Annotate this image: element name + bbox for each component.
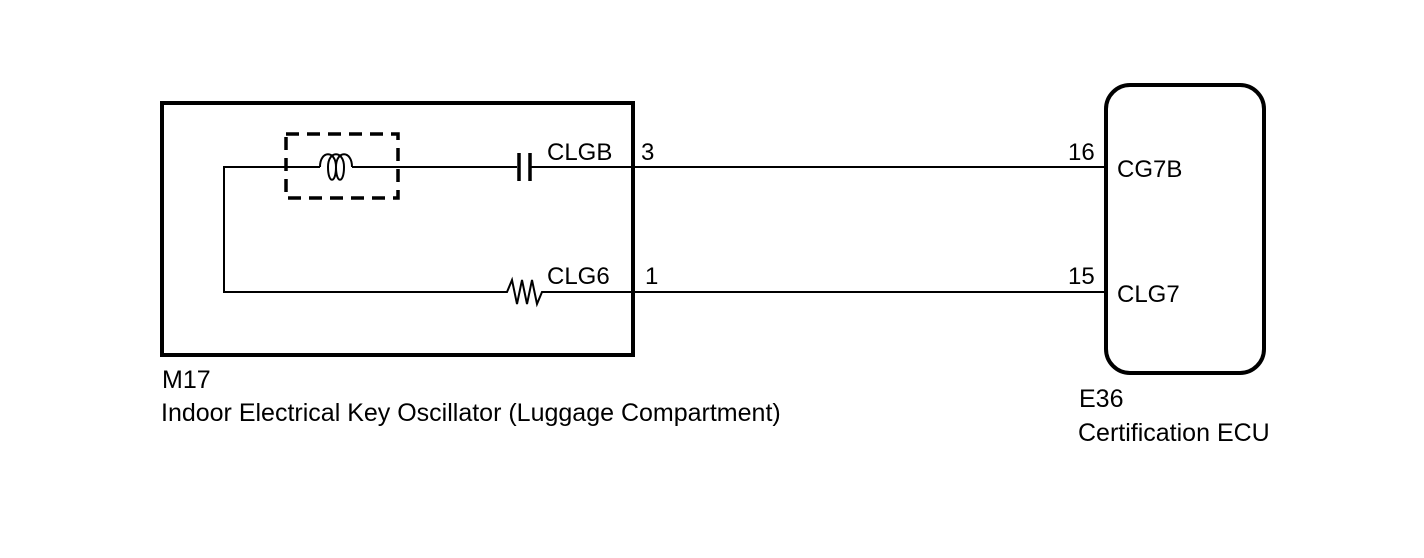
terminal-signal-cg7b: CG7B [1117,156,1182,183]
internal-loop-wire [223,166,502,293]
terminal-signal-clgb: CLGB [547,139,612,166]
terminal-pin-15: 15 [1068,263,1095,290]
left-component-name: Indoor Electrical Key Oscillator (Luggag… [161,399,781,427]
coil-icon [283,153,401,181]
capacitor-icon [517,153,532,181]
right-component-code: E36 [1079,385,1123,413]
ecu-box [1104,83,1266,375]
terminal-signal-clg7: CLG7 [1117,281,1180,308]
oscillator-box [160,101,635,357]
resistor-icon [502,276,548,308]
right-component-name: Certification ECU [1078,419,1270,447]
terminal-signal-clg6: CLG6 [547,263,610,290]
terminal-pin-16: 16 [1068,139,1095,166]
left-component-code: M17 [162,366,211,394]
terminal-pin-1: 1 [645,263,658,290]
terminal-pin-3: 3 [641,139,654,166]
